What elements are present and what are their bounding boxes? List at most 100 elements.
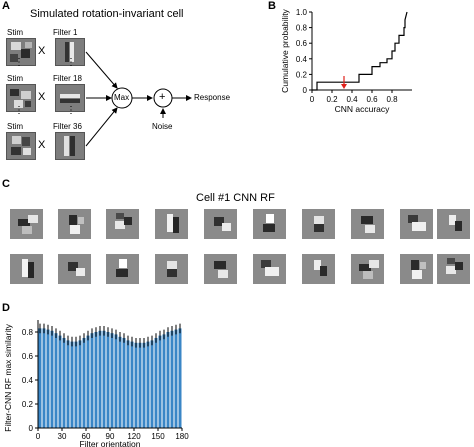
- y-tick-label: 0.6: [22, 352, 34, 361]
- cdf-step-line: [312, 11, 408, 91]
- stim-image-3: [6, 132, 36, 160]
- y-tick-label: 1.0: [296, 8, 308, 17]
- bar: [154, 338, 158, 428]
- rf-blob: [361, 216, 373, 224]
- y-tick-label: 0.8: [296, 24, 308, 33]
- rf-image: [58, 209, 91, 239]
- bar: [130, 341, 134, 428]
- bar: [106, 332, 110, 428]
- multiply-sign-1: X: [38, 45, 46, 57]
- rf-blob: [314, 224, 324, 232]
- bar: [66, 340, 70, 428]
- panel-letter-d: D: [2, 302, 10, 314]
- bar: [54, 333, 58, 428]
- bar: [118, 336, 122, 428]
- rf-image: [351, 209, 384, 239]
- rf-blob: [261, 260, 271, 268]
- filter-image-1: [55, 38, 85, 66]
- rf-image: [155, 209, 188, 239]
- rf-blob: [69, 215, 77, 225]
- x-tick-label: 0.2: [326, 95, 338, 104]
- x-tick-label: 120: [127, 432, 141, 441]
- bar: [138, 342, 142, 428]
- bar: [82, 338, 86, 428]
- rf-blob: [455, 221, 462, 231]
- multiply-sign-2: X: [38, 91, 46, 103]
- rf-blob: [266, 214, 274, 223]
- filter-label-3: Filter 36: [53, 122, 82, 131]
- x-tick-label: 0: [36, 432, 41, 441]
- rf-image: [400, 254, 433, 284]
- ellipsis-dots-2: ⋮: [66, 57, 76, 68]
- filter-label-1: Filter 1: [53, 28, 78, 37]
- rf-blob: [116, 213, 124, 219]
- stim-label-1: Stim: [7, 28, 23, 37]
- bar: [114, 334, 118, 428]
- bar: [126, 340, 130, 428]
- rf-image: [106, 209, 139, 239]
- rf-blob: [173, 217, 179, 233]
- rf-image: [437, 209, 470, 239]
- rf-blob: [222, 223, 231, 231]
- x-axis-label: Filter orientation: [80, 439, 141, 447]
- y-tick-label: 0: [303, 86, 308, 95]
- x-tick-label: 0: [310, 95, 315, 104]
- rf-blob: [22, 226, 32, 234]
- bar: [46, 329, 50, 428]
- rf-blob: [263, 224, 275, 232]
- panel-a-diagram: [85, 51, 192, 147]
- max-node-label: Max: [114, 93, 130, 102]
- y-tick-label: 0.2: [296, 70, 308, 79]
- x-tick-label: 180: [175, 432, 189, 441]
- bar: [162, 334, 166, 428]
- bar: [178, 328, 182, 428]
- bar: [58, 335, 62, 428]
- rf-blob: [365, 225, 375, 233]
- y-axis-label: Cumulative probability: [280, 8, 290, 92]
- bar: [78, 340, 82, 428]
- rf-blob: [167, 261, 177, 269]
- rf-blob: [22, 259, 28, 277]
- x-tick-label: 0.6: [366, 95, 378, 104]
- rf-blob: [320, 266, 327, 276]
- bar: [86, 335, 90, 428]
- ellipsis-dots-4: ⋮: [66, 105, 76, 116]
- rf-image: [106, 254, 139, 284]
- bar: [50, 330, 54, 428]
- bar: [158, 335, 162, 428]
- rf-image: [400, 209, 433, 239]
- y-tick-label: 0.4: [22, 376, 34, 385]
- rf-blob: [446, 266, 456, 274]
- rf-blob: [116, 269, 128, 277]
- rf-blob: [18, 219, 30, 226]
- y-tick-label: 0.6: [296, 39, 308, 48]
- bar: [174, 329, 178, 428]
- rf-image: [58, 254, 91, 284]
- stim-label-3: Stim: [7, 122, 23, 131]
- bar: [170, 330, 174, 428]
- x-axis-label: CNN accuracy: [335, 104, 391, 114]
- rf-blob: [359, 264, 371, 271]
- panel-c-title: Cell #1 CNN RF: [196, 192, 275, 204]
- x-tick-label: 30: [58, 432, 67, 441]
- rf-image: [351, 254, 384, 284]
- bar: [70, 341, 74, 428]
- rf-blob: [167, 214, 173, 232]
- panel-letter-c: C: [2, 178, 10, 190]
- panel-letter-b: B: [268, 0, 276, 12]
- stim-image-2: [6, 84, 36, 112]
- rf-blob: [119, 259, 127, 268]
- bar: [98, 330, 102, 428]
- filter-image-2: [55, 84, 85, 112]
- rf-blob: [455, 262, 463, 270]
- rf-image: [10, 209, 43, 239]
- rf-blob: [265, 267, 279, 276]
- rf-blob: [214, 261, 226, 269]
- bar: [166, 332, 170, 428]
- rf-blob: [314, 216, 324, 224]
- rf-blob: [68, 262, 78, 271]
- x-tick-label: 90: [106, 432, 115, 441]
- rf-blob: [76, 268, 85, 276]
- rf-image: [253, 209, 286, 239]
